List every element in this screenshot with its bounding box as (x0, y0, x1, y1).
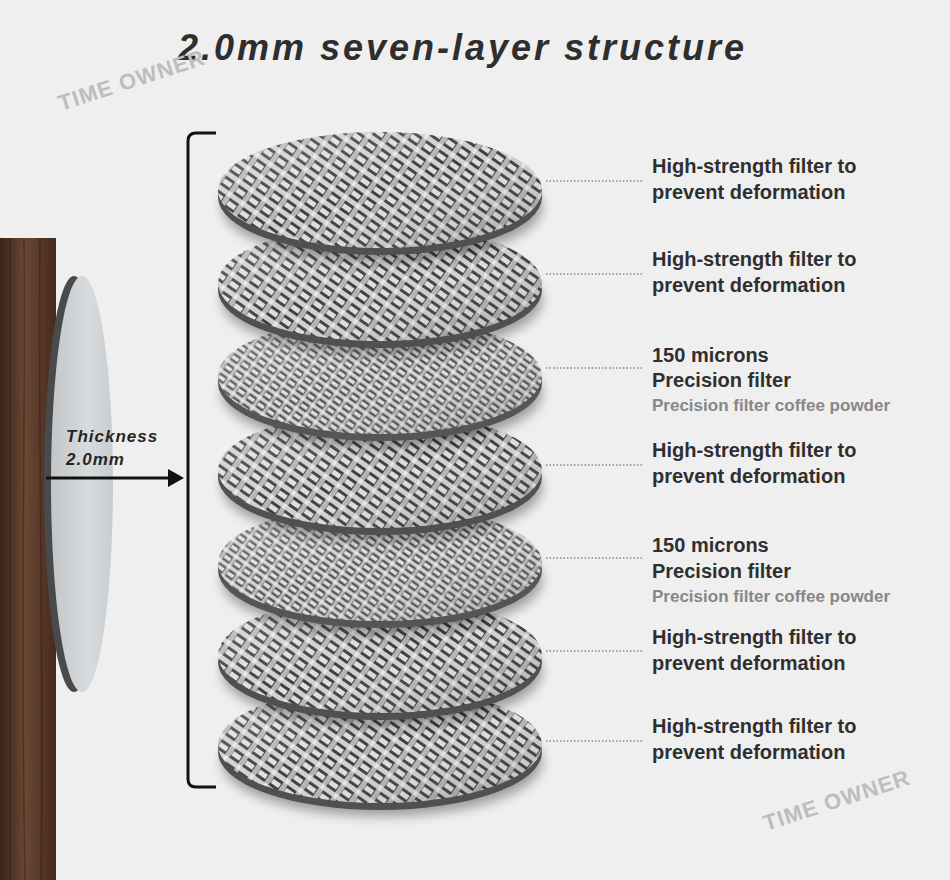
layer-note: Precision filter coffee powder (652, 584, 890, 610)
disc-shading (218, 132, 542, 248)
leader-line (546, 368, 643, 369)
wood-grain (10, 238, 42, 880)
layer-label: High-strength filter to prevent deformat… (652, 713, 892, 765)
thickness-value: 2.0mm (66, 449, 125, 471)
mesh-disc (218, 132, 542, 248)
disc-side-view (51, 276, 113, 692)
layer-label: High-strength filter to prevent deformat… (652, 153, 892, 205)
thickness-arrow (46, 477, 170, 480)
leader-line (546, 558, 643, 559)
disc-layer-1 (218, 132, 542, 261)
layer-label: High-strength filter to prevent deformat… (652, 246, 892, 298)
watermark: TIME OWNER (55, 45, 209, 117)
layer-label: Precision filter (652, 558, 791, 584)
leader-line (546, 465, 643, 466)
leader-line (546, 651, 643, 652)
bracket (188, 133, 216, 787)
layer-label: Precision filter (652, 367, 791, 393)
layer-label: High-strength filter to prevent deformat… (652, 624, 892, 676)
mesh-size-label: 150 microns (652, 532, 769, 558)
layer-note: Precision filter coffee powder (652, 393, 890, 419)
thickness-label: Thickness (66, 426, 158, 448)
diagram-title: 2.0mm seven-layer structure (0, 26, 925, 70)
mesh-size-label: 150 microns (652, 342, 769, 368)
watermark: TIME OWNER (760, 765, 914, 837)
leader-line (546, 274, 643, 275)
leader-line (546, 181, 643, 182)
layer-label: High-strength filter to prevent deformat… (652, 437, 892, 489)
arrow-head (168, 469, 184, 487)
leader-line (546, 741, 643, 742)
